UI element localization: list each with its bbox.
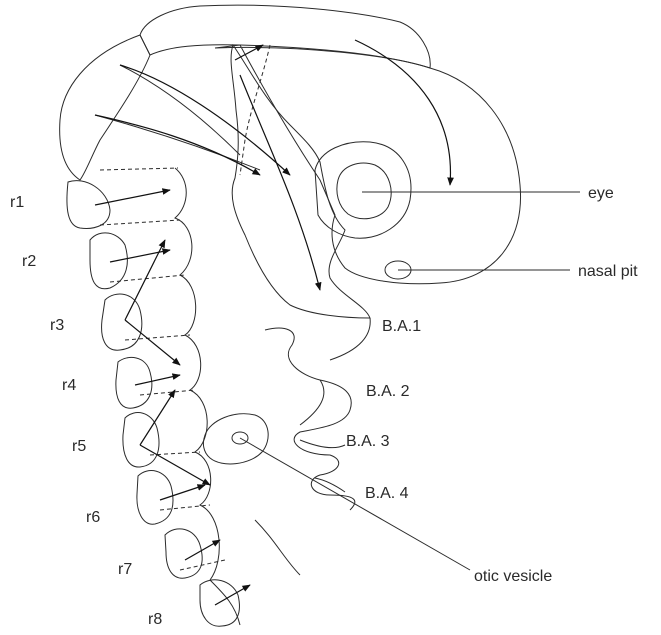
rhombomere-r8 — [200, 580, 239, 626]
label-r6: r6 — [86, 509, 100, 526]
label-ba2: B.A. 2 — [366, 383, 410, 400]
label-nasal-pit: nasal pit — [578, 263, 638, 280]
neural-crest-stream — [231, 45, 370, 318]
label-r3: r3 — [50, 317, 64, 334]
leader-lines — [240, 192, 580, 570]
label-otic-vesicle: otic vesicle — [474, 568, 552, 585]
rhombomere-r1 — [67, 181, 110, 229]
label-r8: r8 — [148, 611, 162, 628]
rhombomere-r3 — [102, 294, 142, 350]
guide-curves — [95, 65, 260, 170]
label-ba3: B.A. 3 — [346, 433, 390, 450]
label-r1: r1 — [10, 194, 24, 211]
hindbrain-tube — [175, 168, 219, 580]
label-r2: r2 — [22, 253, 36, 270]
ba-lines — [300, 318, 370, 492]
pharynx-lines — [210, 520, 300, 625]
midbrain-band — [60, 35, 150, 180]
label-r4: r4 — [62, 377, 76, 394]
label-ba1: B.A.1 — [382, 318, 421, 335]
otic-vesicle-shape — [203, 414, 268, 464]
label-r7: r7 — [118, 561, 132, 578]
label-r5: r5 — [72, 438, 86, 455]
label-eye: eye — [588, 185, 614, 202]
rhombomere-r5 — [123, 413, 159, 468]
label-ba4: B.A. 4 — [365, 485, 409, 502]
rhombomere-r2 — [90, 233, 127, 289]
eye-shape — [315, 142, 411, 238]
